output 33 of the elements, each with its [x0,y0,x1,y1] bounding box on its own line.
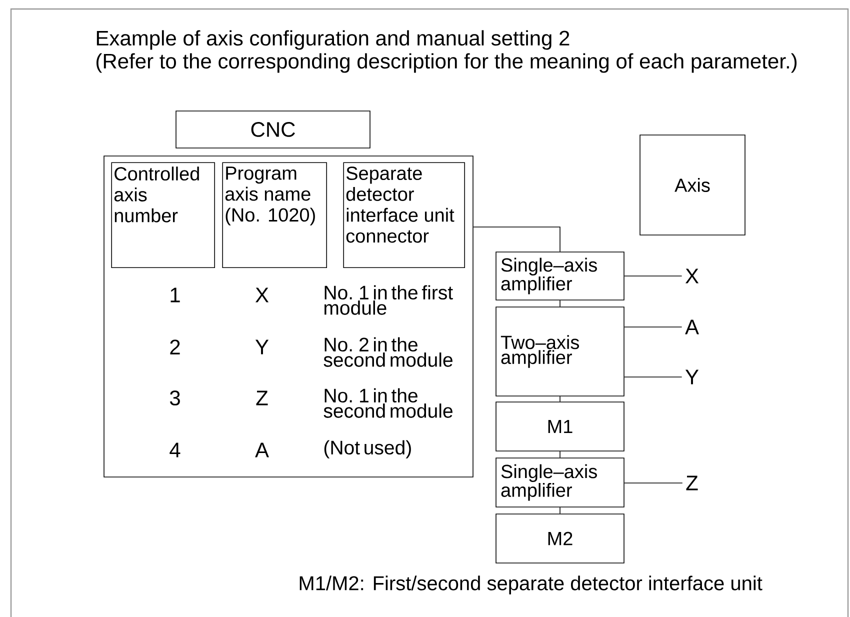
axis-number: 1 [170,288,180,302]
connector-line [624,326,682,328]
axis-letter: A [685,320,699,334]
connector-note: No. 2 in the second module [324,337,452,367]
module-box: M1 [496,402,624,452]
connector-note: No. 1 in the first module [324,285,453,315]
table-panel [104,156,474,478]
column-header: Controlled axis number [111,162,216,268]
connector-note: No. 1 in the second module [324,388,452,418]
component-box: Axis [640,134,746,236]
module-box: M2 [496,514,624,564]
connector-line [624,376,682,378]
component-box: CNC [176,110,370,148]
axis-letter: Z [686,476,698,490]
connector-line [624,482,683,484]
title: Example of axis configuration and manual setting 2 [96,30,570,50]
amplifier-box: Single–axis amplifier [496,458,624,508]
axis-letter: X [685,268,699,284]
axis-number: 3 [170,390,180,406]
column-header: Program axis name (No. 1020) [222,162,327,268]
axis-number: 2 [170,340,180,354]
axis-name: Y [255,340,269,354]
note: (Refer to the corresponding description for the meaning of each parameter.) [96,53,797,73]
axis-name: A [255,442,269,458]
axis-name: Z [256,390,268,406]
connector-line [473,226,560,252]
column-header: Separate detector interface unit connector [343,162,465,268]
connector-note: (Not used) [324,440,411,458]
axis-name: X [255,288,269,302]
amplifier-box: Single–axis amplifier [496,252,624,300]
axis-letter: Y [685,370,699,384]
amplifier-box: Two–axis amplifier [496,306,624,396]
axis-number: 4 [170,442,180,458]
